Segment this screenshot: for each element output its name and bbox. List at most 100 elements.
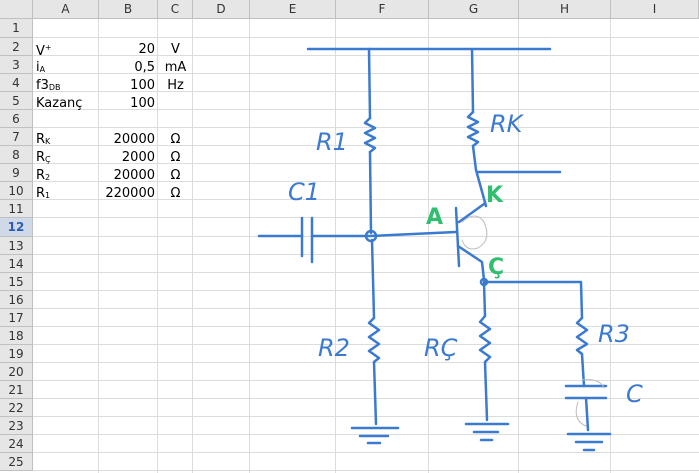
row-header-5[interactable]: 5	[0, 92, 33, 110]
r1-lower-wire	[368, 150, 373, 235]
ground-1	[350, 426, 400, 445]
row-header-17[interactable]: 17	[0, 309, 33, 327]
cell-c2[interactable]: V	[171, 42, 180, 57]
grid-line	[33, 326, 699, 327]
cell-b5[interactable]: 100	[130, 96, 155, 111]
cell-a10[interactable]: R1	[36, 185, 50, 203]
row-header-11[interactable]: 11	[0, 200, 33, 218]
grid-line	[33, 55, 699, 56]
column-header-d[interactable]: D	[193, 0, 250, 19]
row-header-10[interactable]: 10	[0, 182, 33, 200]
row-header-25[interactable]: 25	[0, 453, 33, 471]
rk-wire	[470, 47, 475, 114]
row-header-18[interactable]: 18	[0, 327, 33, 345]
column-header-f[interactable]: F	[336, 0, 429, 19]
row-header-8[interactable]: 8	[0, 146, 33, 164]
cell-b4[interactable]: 100	[130, 78, 155, 93]
row-header-16[interactable]: 16	[0, 291, 33, 309]
cell-b9[interactable]: 20000	[113, 168, 155, 183]
column-header-e[interactable]: E	[250, 0, 336, 19]
row-header-1[interactable]: 1	[0, 19, 33, 38]
row-header-6[interactable]: 6	[0, 110, 33, 128]
column-header-h[interactable]: H	[519, 0, 611, 19]
row-header-21[interactable]: 21	[0, 381, 33, 399]
cell-a4-text: f3	[36, 78, 49, 93]
cell-a9[interactable]: R2	[36, 167, 50, 185]
row-header-9[interactable]: 9	[0, 164, 33, 182]
cell-c7[interactable]: Ω	[170, 132, 181, 147]
cell-b7[interactable]: 20000	[113, 132, 155, 147]
cell-c10[interactable]: Ω	[170, 186, 181, 201]
cell-b10[interactable]: 220000	[105, 186, 155, 201]
transistor-emitter	[456, 244, 486, 282]
emitter-wire	[482, 280, 487, 318]
row-header-23[interactable]: 23	[0, 417, 33, 435]
label-r3: R3	[598, 320, 630, 348]
grid-line	[33, 308, 699, 309]
grid-line	[98, 19, 99, 473]
cell-c8[interactable]: Ω	[170, 150, 181, 165]
row-header-14[interactable]: 14	[0, 255, 33, 273]
label-c: C	[626, 380, 643, 408]
grid-line	[33, 127, 699, 128]
r1-wire	[367, 47, 372, 120]
column-header-c[interactable]: C	[158, 0, 193, 19]
cell-a3[interactable]: iA	[36, 59, 45, 77]
grid-line	[33, 254, 699, 255]
row-header-15[interactable]: 15	[0, 273, 33, 291]
grid-line	[33, 109, 699, 110]
grid-line	[518, 19, 519, 473]
grid-line	[33, 290, 699, 291]
row-header-12[interactable]: 12	[0, 218, 33, 237]
row-header-2[interactable]: 2	[0, 38, 33, 56]
row-header-4[interactable]: 4	[0, 74, 33, 92]
transistor-base-bar	[454, 206, 461, 268]
cell-a2[interactable]: V+	[36, 39, 52, 59]
transistor-outline	[461, 215, 488, 250]
row-header-19[interactable]: 19	[0, 345, 33, 363]
column-header-a[interactable]: A	[33, 0, 99, 19]
row-header-3[interactable]: 3	[0, 56, 33, 74]
row-header-13[interactable]: 13	[0, 237, 33, 255]
rk-resistor	[466, 110, 480, 148]
grid-line	[33, 362, 699, 363]
base-wire	[310, 230, 458, 238]
rk-lower-wire	[471, 144, 488, 208]
row-header-20[interactable]: 20	[0, 363, 33, 381]
cell-a8[interactable]: RÇ	[36, 149, 51, 167]
column-header-g[interactable]: G	[429, 0, 519, 19]
cell-a2-sup: +	[44, 43, 52, 52]
row-header-22[interactable]: 22	[0, 399, 33, 417]
r3-top-wire	[483, 280, 584, 320]
cell-b8[interactable]: 2000	[121, 150, 155, 165]
cell-a4[interactable]: f3DB	[36, 77, 61, 95]
grid-line	[33, 37, 699, 38]
cell-a10-sub: 1	[45, 191, 51, 200]
column-header-b[interactable]: B	[99, 0, 158, 19]
row-header-24[interactable]: 24	[0, 435, 33, 453]
cell-b3[interactable]: 0,5	[134, 60, 155, 75]
cell-b2[interactable]: 20	[138, 42, 155, 57]
cell-c4[interactable]: Hz	[167, 78, 184, 93]
grid-line	[33, 434, 699, 435]
grid-line	[33, 272, 699, 273]
grid-line	[610, 19, 611, 473]
cell-c3[interactable]: mA	[164, 60, 187, 75]
cell-c9[interactable]: Ω	[170, 168, 181, 183]
transistor-collector	[457, 202, 486, 224]
cell-a7[interactable]: RK	[36, 131, 50, 149]
corner-cell[interactable]	[0, 0, 33, 19]
rc-lower-wire	[483, 360, 489, 422]
r1-resistor	[363, 116, 377, 154]
cell-a7-text: R	[36, 132, 46, 147]
cell-a8-sub: Ç	[45, 155, 51, 164]
grid-line	[33, 416, 699, 417]
cell-a9-text: R	[36, 168, 46, 183]
label-rk: RK	[490, 110, 525, 138]
row-header-7[interactable]: 7	[0, 128, 33, 146]
grid-line	[33, 344, 699, 345]
rc-resistor	[478, 314, 492, 364]
grid-line	[33, 380, 699, 381]
cell-a5[interactable]: Kazanç	[36, 96, 83, 111]
